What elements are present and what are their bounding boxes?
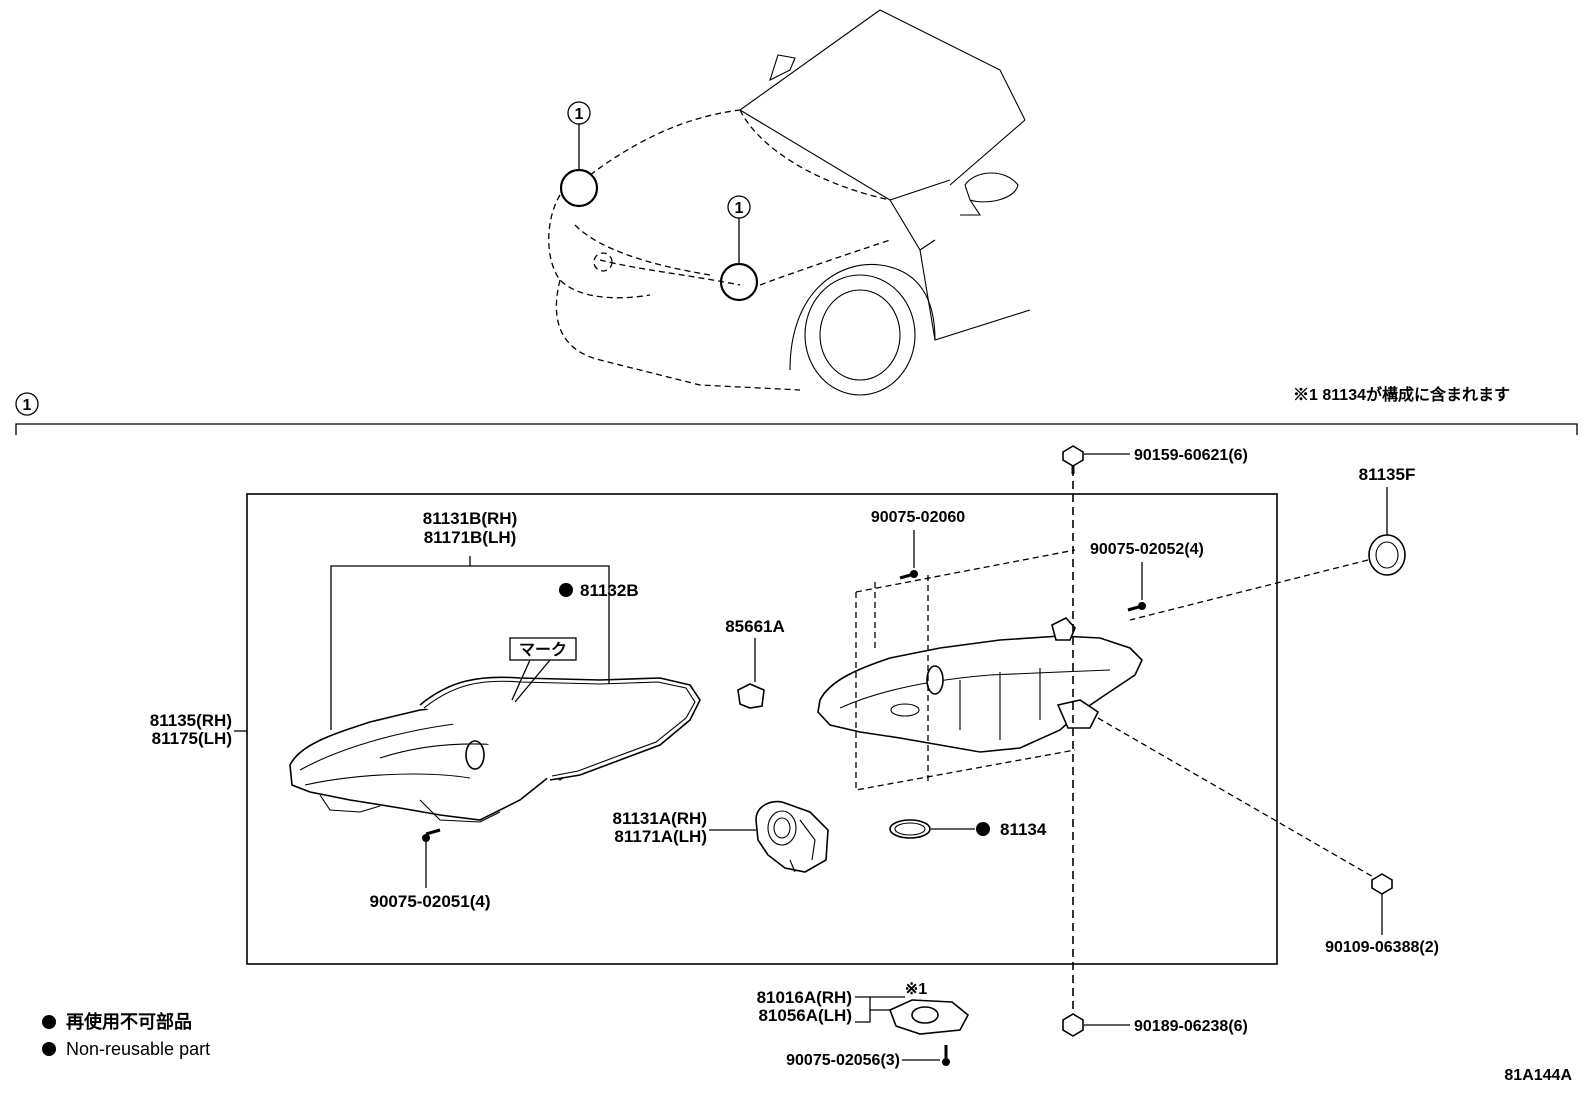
label-81135RH: 81135(RH) (150, 711, 232, 730)
callout-number: 1 (735, 200, 744, 217)
label-85661A: 85661A (725, 617, 785, 636)
part-85661A (737, 683, 765, 709)
assembly-box (246, 493, 1278, 965)
part-81016A (888, 999, 970, 1035)
bolt-90189-06238 (1062, 1013, 1084, 1037)
label-81016A: 81016A(RH) (757, 988, 852, 1007)
explode-line (1129, 559, 1369, 621)
label-90075-02056: 90075-02056(3) (786, 1052, 900, 1069)
mark-tag-label: マーク (519, 641, 567, 659)
label-81175LH: 81175(LH) (152, 729, 232, 748)
leader-81016A (855, 996, 871, 1023)
callout-circle (727, 195, 751, 219)
label-90109-06388: 90109-06388(2) (1325, 939, 1439, 956)
mark-tag-leader (511, 659, 551, 703)
label-81131B: 81131B(RH) (423, 509, 518, 528)
callout-number: 1 (575, 106, 584, 123)
part-81135F (1368, 534, 1406, 576)
screw-90075-02051 (422, 828, 441, 888)
legend-en: Non-reusable part (66, 1039, 210, 1059)
label-90075-02051: 90075-02051(4) (370, 892, 491, 911)
note-ref: ※1 (905, 981, 927, 998)
note-top-right: ※1 81134が構成に含まれます (1293, 385, 1510, 404)
non-reusable-dot (976, 822, 990, 836)
label-81134: 81134 (1000, 820, 1047, 839)
label-90159-60621: 90159-60621(6) (1134, 447, 1248, 464)
explode-line (874, 575, 929, 785)
callout-circle (567, 101, 591, 125)
label-90075-02060: 90075-02060 (871, 509, 965, 526)
section-bracket (15, 423, 1578, 435)
non-reusable-dot (559, 583, 573, 597)
headlamp-marker-lh (719, 262, 759, 302)
label-81171A: 81171A(LH) (614, 827, 707, 846)
label-81056A: 81056A(LH) (758, 1006, 852, 1025)
label-90189-06238: 90189-06238(6) (1134, 1018, 1248, 1035)
diagram-code: 81A144A (1504, 1067, 1572, 1084)
label-81135F: 81135F (1359, 465, 1416, 484)
section-callout-circle (15, 392, 39, 416)
explode-line (855, 592, 1076, 791)
vehicle-front-sketch: 1 1 (548, 9, 1031, 396)
screw-90075-02056 (942, 1045, 950, 1066)
label-81132B: 81132B (580, 581, 639, 600)
bolt-90159-60621 (1062, 445, 1084, 474)
explode-line (855, 549, 1076, 593)
legend-jp: 再使用不可部品 (66, 1011, 192, 1032)
label-90075-02052: 90075-02052(4) (1090, 541, 1204, 558)
headlamp-unit (289, 676, 701, 823)
section-callout-number: 1 (23, 397, 32, 414)
explode-line (1097, 717, 1376, 879)
label-81171B: 81171B(LH) (424, 528, 517, 547)
legend-dot (42, 1042, 56, 1056)
headlamp-marker-rh (559, 168, 599, 208)
mark-tag-box (509, 637, 577, 661)
legend-dot (42, 1015, 56, 1029)
headlamp-housing-rear (817, 617, 1143, 753)
part-81131A (755, 800, 829, 873)
label-81131A: 81131A(RH) (613, 809, 708, 828)
bolt-90109-06388 (1371, 873, 1393, 895)
